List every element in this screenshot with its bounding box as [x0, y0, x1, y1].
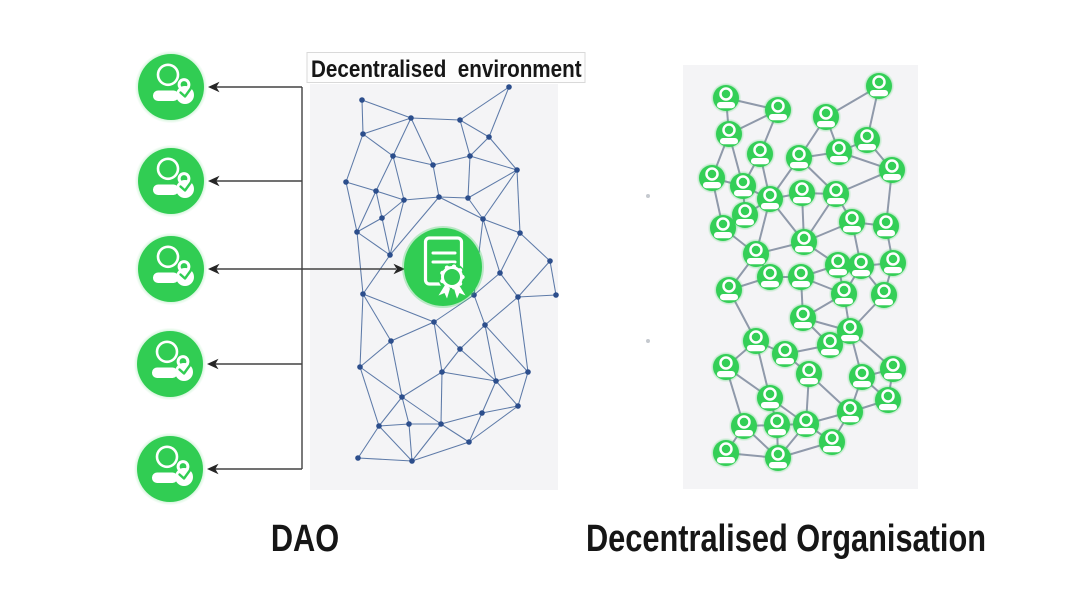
svg-text:Decentralised Organisation: Decentralised Organisation — [586, 518, 986, 560]
svg-text:DAO: DAO — [271, 518, 339, 560]
svg-text:Decentralised environment: Decentralised environment — [311, 56, 582, 83]
